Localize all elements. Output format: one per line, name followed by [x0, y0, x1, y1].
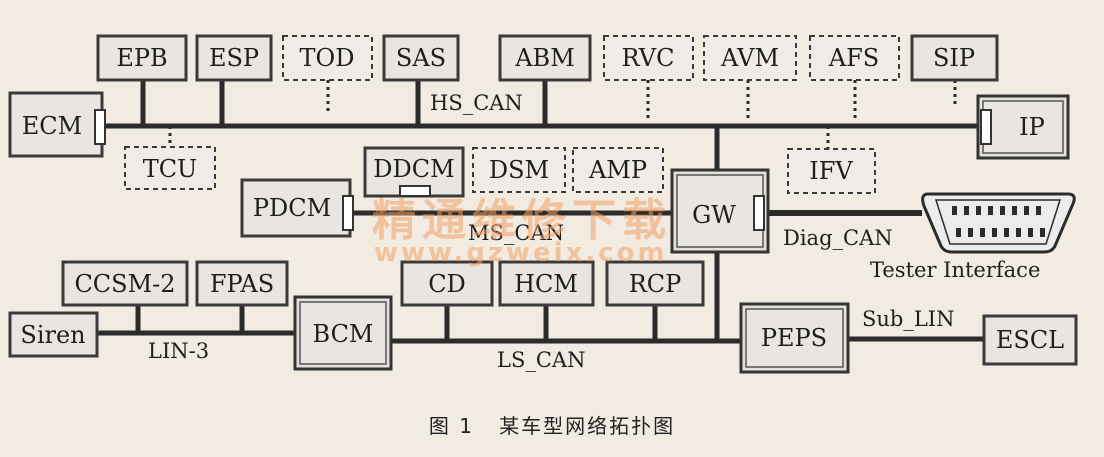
ms-can-label: MS_CAN: [468, 221, 564, 245]
node-esp: ESP: [195, 34, 273, 82]
node-ccsm2: CCSM-2: [61, 260, 189, 307]
sub-lin-label: Sub_LIN: [862, 307, 954, 331]
node-epb: EPB: [96, 34, 188, 82]
node-pdcm: PDCM: [240, 178, 354, 238]
node-abm: ABM: [498, 34, 592, 82]
node-dsm: DSM: [472, 147, 566, 193]
caption-title: 某车型网络拓扑图: [499, 414, 676, 438]
svg-text:DDCM: DDCM: [373, 155, 454, 183]
svg-text:PDCM: PDCM: [253, 194, 331, 222]
hs-can-label: HS_CAN: [430, 91, 523, 115]
tester-interface-label: Tester Interface: [870, 258, 1040, 282]
svg-text:BCM: BCM: [312, 320, 373, 348]
svg-text:TOD: TOD: [300, 44, 355, 72]
figure-caption: 图 1 某车型网络拓扑图: [0, 410, 1104, 439]
svg-text:HCM: HCM: [514, 270, 578, 298]
node-siren: Siren: [8, 311, 99, 358]
pdcm-terminator: [342, 195, 354, 231]
node-ddcm: DDCM: [363, 146, 465, 198]
svg-text:RVC: RVC: [622, 44, 675, 72]
svg-text:ABM: ABM: [514, 44, 575, 72]
svg-text:TCU: TCU: [143, 155, 198, 183]
svg-text:FPAS: FPAS: [210, 270, 274, 298]
ddcm-terminator: [399, 185, 431, 197]
svg-text:Siren: Siren: [20, 321, 85, 349]
svg-text:CD: CD: [428, 270, 466, 298]
svg-text:IFV: IFV: [809, 157, 853, 185]
svg-text:EPB: EPB: [116, 44, 167, 72]
svg-text:CCSM-2: CCSM-2: [74, 270, 175, 298]
svg-text:SAS: SAS: [396, 44, 446, 72]
svg-text:PEPS: PEPS: [761, 324, 827, 352]
node-hcm: HCM: [498, 260, 595, 307]
svg-text:AFS: AFS: [828, 44, 879, 72]
node-cd: CD: [400, 260, 494, 307]
watermark-url: www.gzweix.com: [374, 238, 668, 268]
node-peps: PEPS: [739, 302, 850, 374]
node-bcm: BCM: [293, 295, 393, 371]
svg-text:ESP: ESP: [209, 44, 259, 72]
svg-text:AMP: AMP: [588, 156, 647, 184]
tester-interface-connector: [921, 192, 1076, 254]
node-sip: SIP: [910, 34, 999, 82]
node-rvc: RVC: [603, 35, 694, 81]
watermark-text: 精通维修下载: [372, 195, 672, 246]
diag-can-label: Diag_CAN: [783, 226, 893, 250]
node-avm: AVM: [703, 35, 797, 81]
node-amp: AMP: [572, 147, 664, 193]
svg-text:DSM: DSM: [489, 156, 549, 184]
node-tod: TOD: [282, 35, 373, 81]
node-fpas: FPAS: [195, 260, 289, 307]
node-escl: ESCL: [982, 314, 1078, 366]
ls-can-label: LS_CAN: [497, 348, 585, 372]
lin3-label: LIN-3: [148, 339, 209, 363]
node-rcp: RCP: [605, 260, 705, 307]
gw-terminator: [753, 195, 765, 231]
node-sas: SAS: [382, 34, 460, 82]
node-gw: GW: [670, 168, 770, 254]
svg-text:RCP: RCP: [629, 270, 682, 298]
node-tcu: TCU: [124, 146, 216, 190]
svg-text:IP: IP: [1019, 113, 1045, 141]
svg-text:ECM: ECM: [22, 112, 82, 140]
svg-text:GW: GW: [692, 201, 736, 229]
node-afs: AFS: [809, 35, 900, 81]
ecm-terminator: [94, 109, 106, 145]
svg-text:SIP: SIP: [933, 44, 975, 72]
node-ecm: ECM: [8, 91, 106, 158]
ip-terminator: [980, 109, 992, 145]
caption-figure-number: 图 1: [428, 414, 474, 438]
node-ip: IP: [976, 94, 1070, 160]
node-ifv: IFV: [787, 148, 876, 194]
svg-text:ESCL: ESCL: [996, 326, 1064, 354]
svg-text:AVM: AVM: [720, 44, 779, 72]
